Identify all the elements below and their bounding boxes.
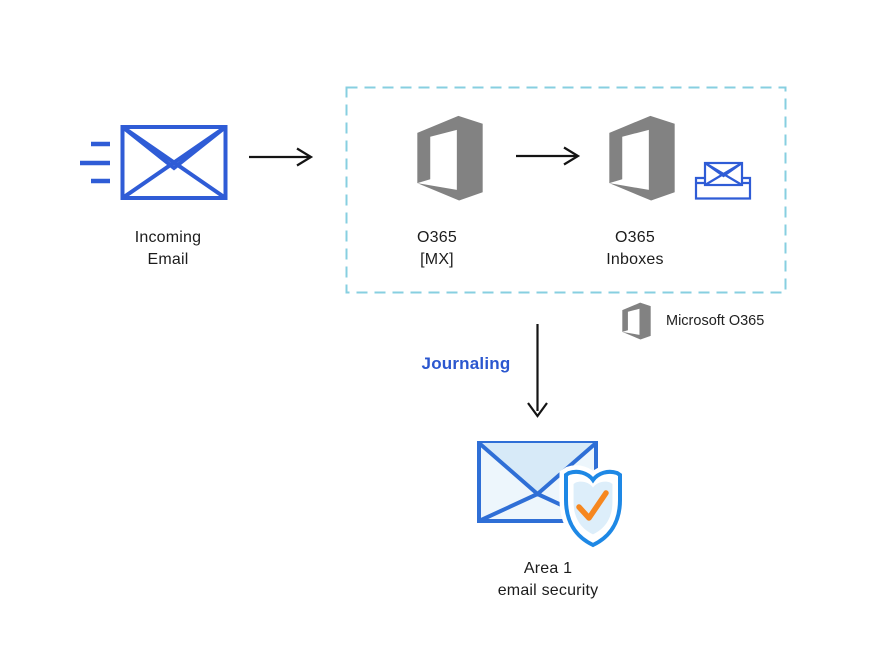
arrow-down-icon <box>527 324 548 418</box>
incoming-email-label-line2: Email <box>147 251 189 268</box>
o365-mx-label: O365 [MX] <box>367 227 507 271</box>
o365-inboxes-label-line2: Inboxes <box>606 251 664 268</box>
area1-label-line1: Area 1 <box>523 560 573 577</box>
legend-office365-logo-icon <box>622 302 651 340</box>
o365-inboxes-label-line1: O365 <box>615 229 655 246</box>
o365-mx-label-line1: O365 <box>417 229 457 246</box>
arrow-right-icon <box>249 147 314 167</box>
speed-lines-icon <box>80 141 110 184</box>
arrow-right-icon <box>516 146 581 166</box>
checkmark-icon <box>576 490 609 521</box>
o365-inboxes-label: O365 Inboxes <box>565 227 705 271</box>
o365-boundary-box <box>345 86 787 294</box>
inbox-icon <box>694 161 752 200</box>
journaling-label: Journaling <box>421 354 511 373</box>
envelope-shield-icon <box>477 441 627 552</box>
shield-icon <box>559 465 627 552</box>
envelope-icon <box>120 125 228 200</box>
area1-label-line2: email security <box>497 582 599 599</box>
incoming-email-label: Incoming Email <box>98 227 238 271</box>
envelope-with-speed-lines-icon <box>80 125 228 200</box>
office365-logo-icon <box>609 115 675 201</box>
office365-logo-icon <box>417 115 483 201</box>
incoming-email-label-line1: Incoming <box>134 229 202 246</box>
o365-mx-label-line2: [MX] <box>420 251 454 268</box>
area1-label: Area 1 email security <box>458 558 638 602</box>
legend-label: Microsoft O365 <box>666 313 765 329</box>
